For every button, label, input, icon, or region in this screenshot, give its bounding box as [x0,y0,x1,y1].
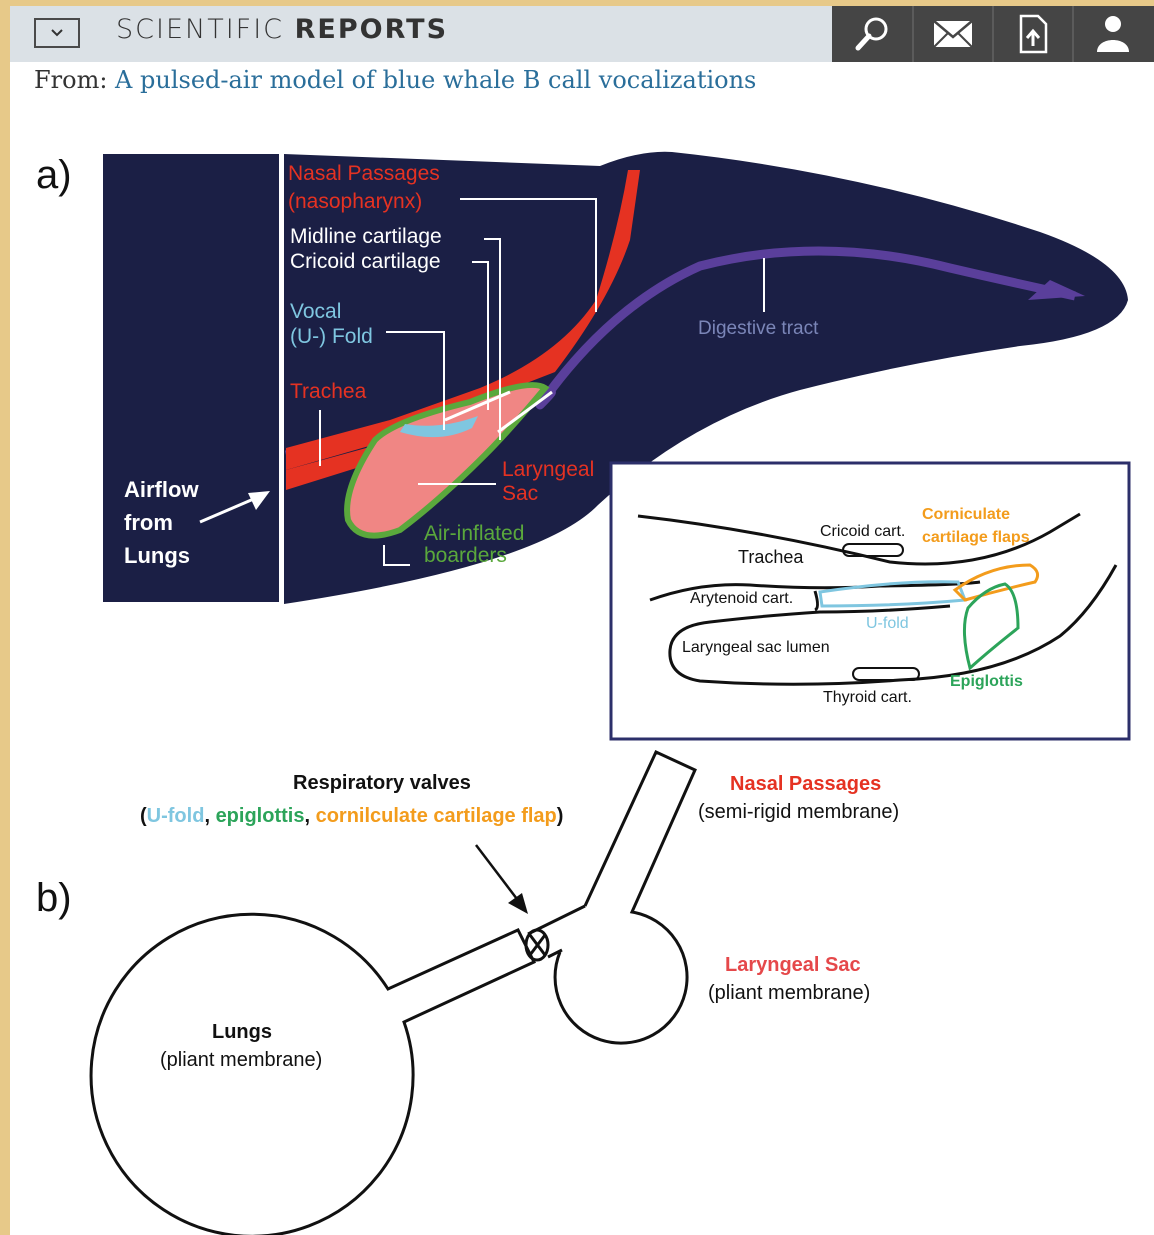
inset-trachea-label: Trachea [738,547,804,567]
lungs-title: Lungs [212,1021,272,1043]
laryngeal-sac-label-line1: Laryngeal [502,458,594,481]
air-inflated-label-line2: boarders [424,544,507,567]
digestive-tract-label: Digestive tract [698,318,819,339]
valves-ufold: U-fold [147,805,205,827]
inset-cricoid-label: Cricoid cart. [820,523,905,540]
panel-a-label: a) [36,153,72,197]
laryngeal-sac-title: Laryngeal Sac [725,954,861,976]
air-inflated-label-line1: Air-inflated [424,522,524,545]
airflow-label-line3: Lungs [124,543,190,568]
nasal-passages-title: Nasal Passages [730,773,881,795]
airflow-label-line2: from [124,510,173,535]
cricoid-cartilage-label: Cricoid cartilage [290,250,441,273]
valves-comma-2: , [304,805,315,827]
laryngeal-sac-sub: (pliant membrane) [708,982,870,1004]
airflow-label-line1: Airflow [124,477,199,502]
valve-pointer-head [508,893,528,914]
nasal-label-line2: (nasopharynx) [288,190,422,213]
panel-b-label: b) [36,876,72,920]
valves-corniculate: cornilculate cartilage flap [316,805,557,827]
lungs-shape [91,914,534,1235]
inset-corniculate-line1: Corniculate [922,506,1010,523]
nasal-passages-sub: (semi-rigid membrane) [698,801,899,823]
inset-corniculate-line2: cartilage flaps [922,529,1030,546]
valves-epiglottis: epiglottis [216,805,305,827]
midline-cartilage-label: Midline cartilage [290,225,442,248]
lungs-sub: (pliant membrane) [160,1049,322,1071]
inset-thyroid-label: Thyroid cart. [823,689,912,706]
valve-pointer [476,845,520,903]
valves-close-paren: ) [557,805,564,827]
valves-comma-1: , [204,805,215,827]
inset-ufold-label: U-fold [866,615,909,632]
vocal-fold-label-line2: (U-) Fold [290,325,373,348]
larynx-nasal-shape [555,752,695,1043]
valves-title: Respiratory valves [293,772,471,794]
inset-arytenoid-label: Arytenoid cart. [690,590,793,607]
inset-epiglottis-label: Epiglottis [950,673,1023,690]
laryngeal-sac-label-line2: Sac [502,482,538,505]
valves-list: (U-fold, epiglottis, cornilculate cartil… [140,805,563,827]
nasal-label-line1: Nasal Passages [288,162,440,185]
trachea-label: Trachea [290,380,367,403]
inset-lumen-label: Laryngeal sac lumen [682,639,830,656]
vocal-fold-label-line1: Vocal [290,300,341,323]
